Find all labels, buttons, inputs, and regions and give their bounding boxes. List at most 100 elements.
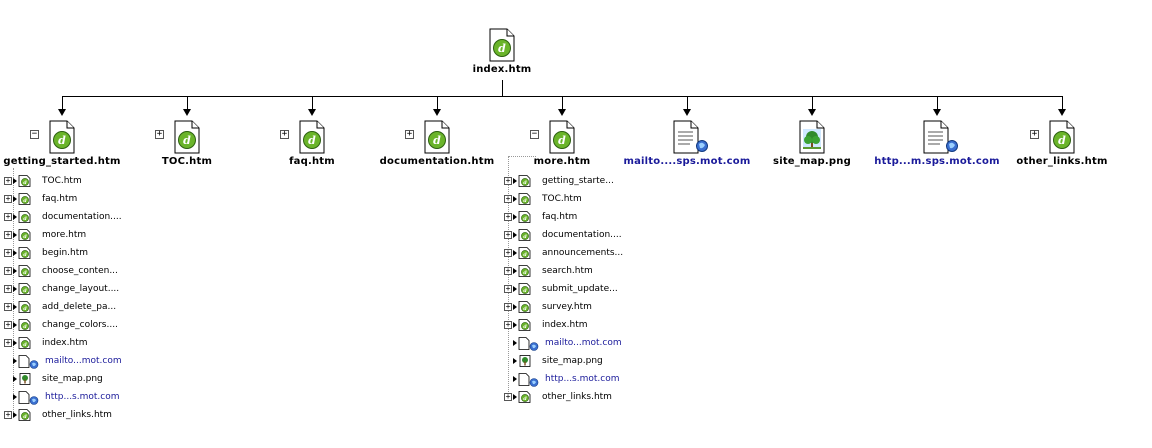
disclosure-triangle-icon[interactable] <box>13 232 17 238</box>
page-icon: d <box>18 175 31 187</box>
expand-button[interactable]: + <box>504 230 512 239</box>
page-icon: d <box>18 193 31 205</box>
disclosure-triangle-icon[interactable] <box>513 250 517 256</box>
site-node[interactable]: d faq.htm <box>237 120 387 167</box>
tree-row-label: change_layout.... <box>42 284 120 294</box>
svg-text:d: d <box>523 252 527 258</box>
expand-button[interactable]: + <box>504 284 512 293</box>
expand-button[interactable]: + <box>4 194 12 203</box>
disclosure-triangle-icon[interactable] <box>513 232 517 238</box>
page-icon: d <box>518 319 531 331</box>
disclosure-triangle-icon[interactable] <box>513 304 517 310</box>
svg-text:d: d <box>23 234 27 240</box>
disclosure-triangle-icon[interactable] <box>513 196 517 202</box>
expand-button[interactable]: + <box>504 194 512 203</box>
svg-text:d: d <box>558 134 566 147</box>
site-node[interactable]: site_map.png <box>737 120 887 167</box>
disclosure-triangle-icon[interactable] <box>13 196 17 202</box>
expand-button[interactable]: + <box>504 266 512 275</box>
svg-text:d: d <box>523 234 527 240</box>
disclosure-triangle-icon[interactable] <box>513 322 517 328</box>
site-node[interactable]: mailto....sps.mot.com <box>612 120 762 167</box>
disclosure-triangle-icon[interactable] <box>13 376 17 382</box>
disclosure-triangle-icon[interactable] <box>13 250 17 256</box>
disclosure-triangle-icon[interactable] <box>513 214 517 220</box>
root-node[interactable]: d index.htm <box>427 28 577 75</box>
tree-row-label: TOC.htm <box>42 176 82 186</box>
expand-button[interactable]: + <box>405 129 414 139</box>
page-icon: d <box>518 283 531 295</box>
tree-row-label: begin.htm <box>42 248 89 258</box>
expand-button[interactable]: + <box>504 392 512 401</box>
expand-button[interactable]: + <box>4 338 12 347</box>
tree-row-label: getting_starte... <box>542 176 614 186</box>
disclosure-triangle-icon[interactable] <box>13 286 17 292</box>
node-label: other_links.htm <box>1016 156 1108 167</box>
svg-text:d: d <box>308 134 316 147</box>
disclosure-triangle-icon[interactable] <box>513 286 517 292</box>
expand-button[interactable]: + <box>4 212 12 221</box>
dreamweaver-page-icon: d <box>549 120 575 154</box>
disclosure-triangle-icon[interactable] <box>513 268 517 274</box>
disclosure-triangle-icon[interactable] <box>13 304 17 310</box>
disclosure-triangle-icon[interactable] <box>513 394 517 400</box>
expand-button[interactable]: + <box>4 248 12 257</box>
collapse-button[interactable]: − <box>30 129 39 139</box>
expand-button[interactable]: + <box>504 212 512 221</box>
tree-row-label: announcements... <box>542 248 624 258</box>
expand-button[interactable]: + <box>155 129 164 139</box>
disclosure-triangle-icon[interactable] <box>13 340 17 346</box>
disclosure-triangle-icon[interactable] <box>513 376 517 382</box>
expand-button[interactable]: + <box>4 176 12 185</box>
disclosure-triangle-icon[interactable] <box>13 214 17 220</box>
root-label: index.htm <box>472 64 532 75</box>
svg-text:d: d <box>523 270 527 276</box>
expand-button[interactable]: + <box>4 320 12 329</box>
disclosure-triangle-icon[interactable] <box>13 412 17 418</box>
page-icon: d <box>18 265 31 277</box>
expand-button[interactable]: + <box>280 129 289 139</box>
svg-text:d: d <box>523 396 527 402</box>
expand-button[interactable]: + <box>4 410 12 419</box>
svg-text:d: d <box>433 134 441 147</box>
expand-button[interactable]: + <box>504 248 512 257</box>
node-label: more.htm <box>533 156 591 167</box>
page-icon: d <box>18 247 31 259</box>
disclosure-triangle-icon[interactable] <box>13 394 17 400</box>
disclosure-triangle-icon[interactable] <box>513 340 517 346</box>
disclosure-triangle-icon[interactable] <box>13 322 17 328</box>
expand-button[interactable]: + <box>4 302 12 311</box>
page-icon: d <box>18 301 31 313</box>
node-label: faq.htm <box>289 156 335 167</box>
expand-button[interactable]: + <box>504 176 512 185</box>
collapse-button[interactable]: − <box>530 129 539 139</box>
disclosure-triangle-icon[interactable] <box>13 178 17 184</box>
expand-button[interactable]: + <box>504 302 512 311</box>
disclosure-triangle-icon[interactable] <box>513 358 517 364</box>
disclosure-triangle-icon[interactable] <box>13 358 17 364</box>
expand-button[interactable]: + <box>4 230 12 239</box>
site-node[interactable]: d more.htm <box>487 120 637 167</box>
disclosure-triangle-icon[interactable] <box>513 178 517 184</box>
connector-line <box>937 96 938 110</box>
svg-text:d: d <box>523 198 527 204</box>
external-link-icon <box>518 373 539 387</box>
page-icon: d <box>518 301 531 313</box>
image-icon <box>519 355 531 367</box>
expand-button[interactable]: + <box>4 284 12 293</box>
expand-button[interactable]: + <box>504 320 512 329</box>
expand-button[interactable]: + <box>4 266 12 275</box>
disclosure-triangle-icon[interactable] <box>13 268 17 274</box>
connector-arrow <box>308 109 316 116</box>
tree-row-label: search.htm <box>542 266 593 276</box>
svg-text:d: d <box>23 414 27 420</box>
connector-arrow <box>433 109 441 116</box>
site-node[interactable]: http...m.sps.mot.com <box>862 120 1012 167</box>
expand-button[interactable]: + <box>1030 129 1039 139</box>
tree-guide-left <box>13 168 14 416</box>
tree-row-label: change_colors.... <box>42 320 118 330</box>
